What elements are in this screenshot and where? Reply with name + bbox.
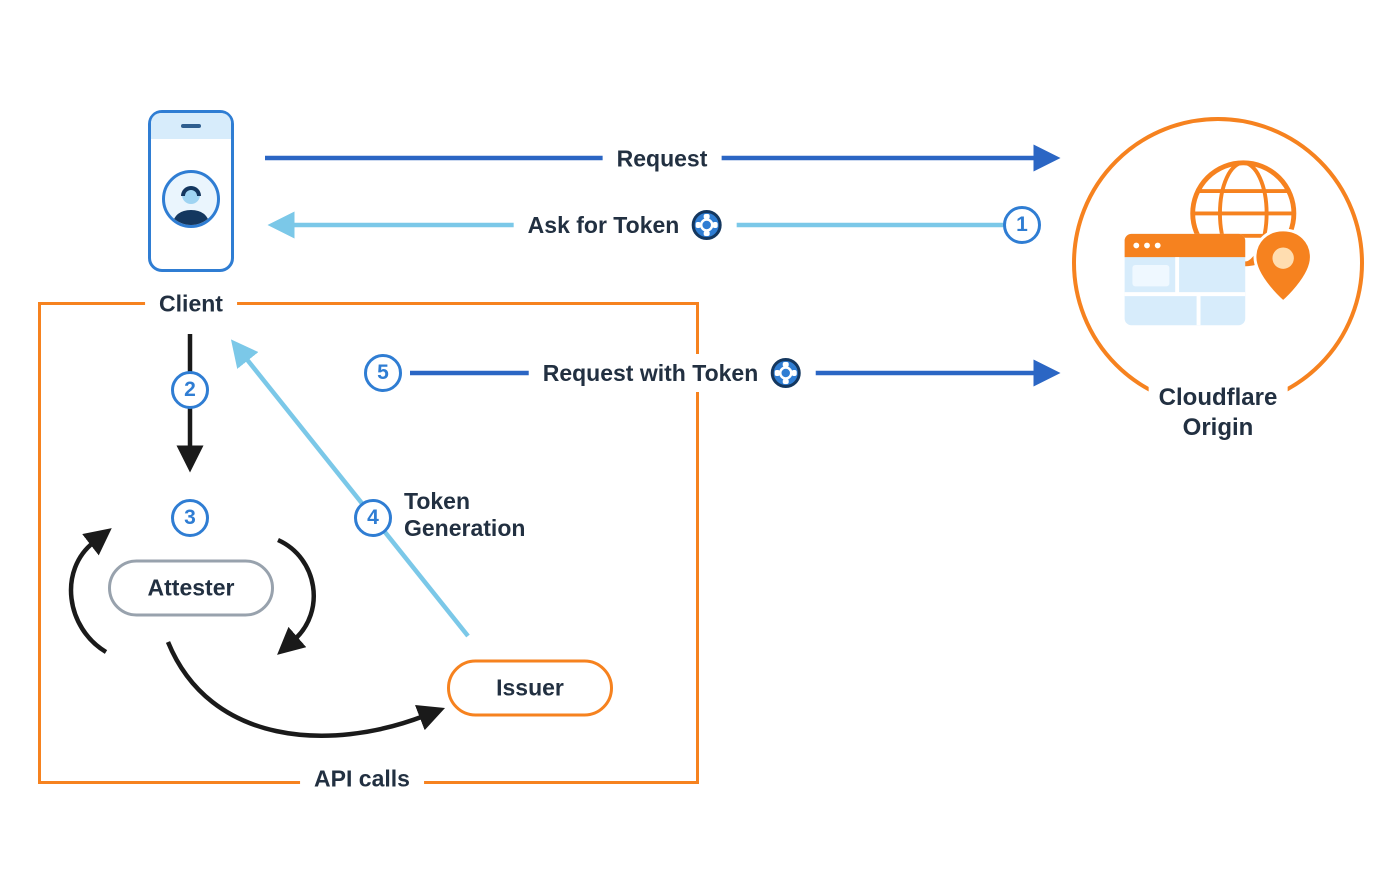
token-generation-line1: Token: [404, 488, 471, 514]
attester-label: Attester: [147, 574, 235, 601]
refresh-arc-right-icon: [277, 537, 316, 655]
api-calls-label: API calls: [300, 762, 424, 796]
step-badge-5: 5: [364, 354, 402, 392]
request-with-token-text: Request with Token: [542, 359, 759, 386]
location-pin-icon: [1253, 228, 1313, 304]
client-label: Client: [145, 287, 237, 321]
request-with-token-label: Request with Token: [528, 354, 816, 392]
cloudflare-origin-node: [1072, 117, 1364, 409]
origin-label-line1: Cloudflare: [1158, 384, 1278, 411]
api-calls-text: API calls: [314, 765, 410, 792]
origin-illustration: [1124, 160, 1313, 326]
phone-speaker-icon: [181, 124, 201, 128]
step-badge-1: 1: [1003, 206, 1041, 244]
refresh-arc-left-icon: [68, 528, 112, 654]
token-icon: [691, 210, 722, 240]
ask-for-token-label: Ask for Token: [513, 206, 737, 244]
issuer-label: Issuer: [496, 674, 564, 701]
user-avatar: [162, 170, 220, 228]
smartphone-user-icon: [148, 110, 234, 272]
token-generation-line2: Generation: [404, 515, 526, 541]
ask-for-token-text: Ask for Token: [527, 211, 680, 238]
browser-window-icon: [1124, 233, 1246, 326]
phone-speaker-bar: [151, 113, 231, 139]
step-badge-3: 3: [171, 499, 209, 537]
person-icon: [172, 186, 210, 225]
attester-to-issuer-arrow: [165, 641, 446, 738]
step-badge-2: 2: [171, 371, 209, 409]
attester-node: Attester: [108, 559, 274, 617]
origin-label-line2: Origin: [1182, 414, 1254, 441]
token-generation-label: Token Generation: [404, 488, 525, 542]
origin-label: Cloudflare Origin: [1148, 381, 1288, 445]
request-label: Request: [602, 142, 722, 176]
issuer-node: Issuer: [447, 659, 613, 717]
token-icon: [770, 358, 801, 388]
client-label-text: Client: [159, 290, 223, 317]
step-badge-4: 4: [354, 499, 392, 537]
request-label-text: Request: [616, 145, 708, 172]
token-generation-arrow: [230, 339, 470, 638]
